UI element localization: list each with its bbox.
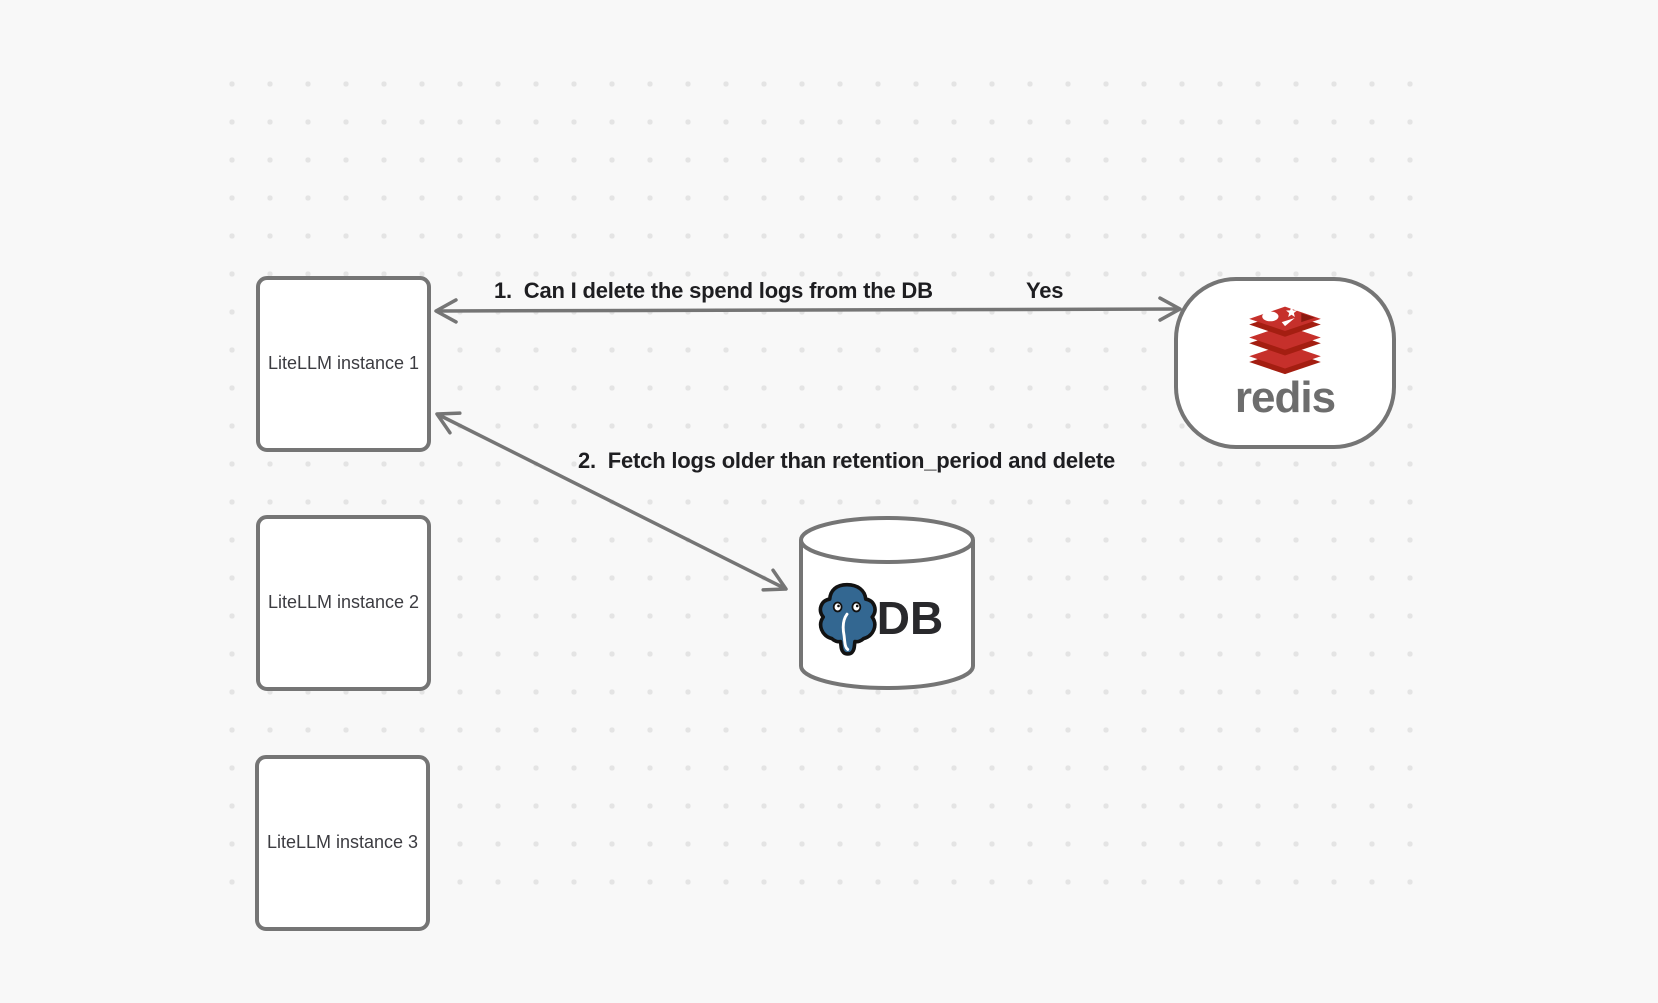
postgresql-elephant-icon (818, 582, 877, 656)
node-litellm-instance-3[interactable]: LiteLLM instance 3 (255, 755, 430, 931)
redis-logo-icon (1249, 306, 1321, 375)
db-label: DB (876, 592, 944, 644)
node-redis[interactable]: redis (1174, 277, 1396, 449)
edge1-response-label[interactable]: Yes (1026, 278, 1064, 303)
node-litellm-instance-2[interactable]: LiteLLM instance 2 (256, 515, 431, 691)
edge-instance1-redis[interactable] (434, 296, 1182, 324)
node-litellm-instance-3-label: LiteLLM instance 3 (266, 832, 419, 853)
edge-instance1-db[interactable] (435, 411, 788, 592)
node-database[interactable]: DB (797, 514, 977, 692)
redis-wordmark: redis (1234, 373, 1336, 422)
database-node-content: DB (787, 580, 967, 656)
edge1-label[interactable]: 1. Can I delete the spend logs from the … (494, 278, 933, 303)
node-litellm-instance-1[interactable]: LiteLLM instance 1 (256, 276, 431, 452)
edge2-label[interactable]: 2. Fetch logs older than retention_perio… (578, 448, 1116, 473)
node-litellm-instance-1-label: LiteLLM instance 1 (267, 353, 420, 374)
node-litellm-instance-2-label: LiteLLM instance 2 (267, 592, 420, 613)
